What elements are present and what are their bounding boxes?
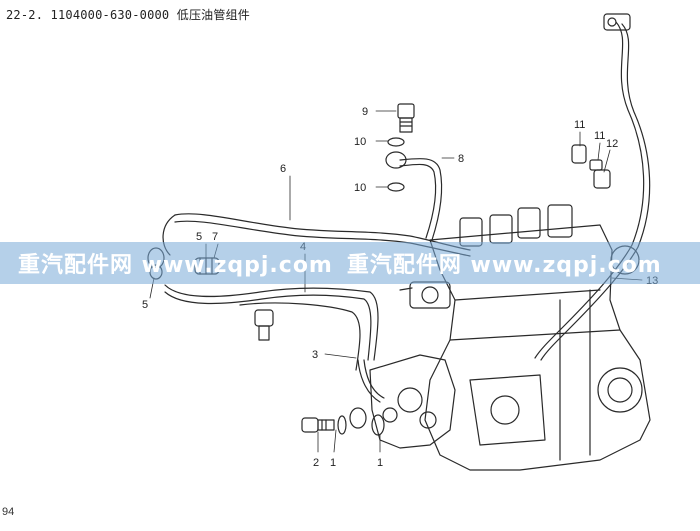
callout-12: 12: [606, 138, 618, 150]
callout-1-left: 1: [330, 457, 336, 469]
callout-10-lower: 10: [354, 182, 366, 194]
washer-10-upper: [387, 137, 405, 147]
callout-8: 8: [458, 153, 464, 165]
callout-11-left: 11: [574, 119, 585, 131]
banjo-bolt-3: [254, 309, 274, 341]
washer-10-lower: [387, 182, 405, 192]
callout-10-upper: 10: [354, 136, 366, 148]
watermark-banner: 重汽配件网 www.zqpj.com 重汽配件网 www.zqpj.com: [0, 242, 700, 284]
feed-pump-housing: [369, 354, 456, 449]
callout-5-upper: 5: [196, 231, 202, 243]
watermark-text: 重汽配件网 www.zqpj.com: [346, 253, 662, 278]
callout-9: 9: [362, 106, 368, 118]
washer-1: [337, 415, 347, 435]
callout-11-right: 11: [594, 130, 605, 142]
watermark-text: 重汽配件网 www.zqpj.com: [18, 253, 333, 278]
fitting-11: [571, 144, 611, 189]
callout-1-right: 1: [377, 457, 383, 469]
callout-2: 2: [313, 457, 319, 469]
pipe-13: [534, 13, 651, 361]
page-title: 22-2. 1104000-630-0000 低压油管组件: [6, 8, 250, 22]
page-number: 94: [2, 506, 15, 518]
pipe-8: [399, 157, 443, 241]
callout-3: 3: [312, 349, 318, 361]
callout-7: 7: [212, 231, 218, 243]
banjo-fitting: [385, 151, 407, 169]
injection-pump-body: [399, 204, 651, 471]
washer-1-right: [371, 414, 385, 436]
callout-6: 6: [280, 163, 286, 175]
bolt-2: [301, 417, 335, 433]
pipe-4: [164, 284, 379, 371]
callout-5-lower: 5: [142, 299, 148, 311]
banjo-bolt-9: [397, 103, 415, 133]
